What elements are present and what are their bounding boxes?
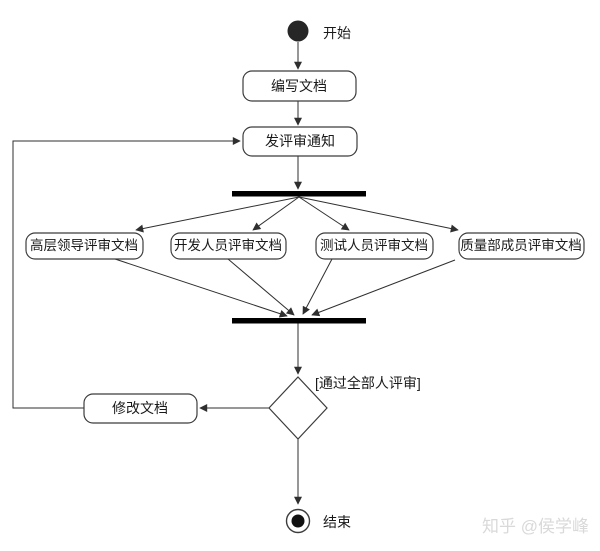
edge-developers-to-join <box>227 258 295 316</box>
end-inner-circle-icon <box>291 514 305 528</box>
activity-send-notice-label: 发评审通知 <box>265 133 335 149</box>
edge-leaders-to-join <box>114 258 288 318</box>
activity-send-notice-box <box>242 126 358 157</box>
activity-modify-doc-label: 修改文档 <box>112 400 168 416</box>
activity-review-leaders-label: 高层领导评审文档 <box>30 237 138 253</box>
activity-modify-doc: 修改文档 <box>83 393 198 424</box>
end-label: 结束 <box>323 514 351 530</box>
end-node: 结束 <box>285 508 351 534</box>
edge-quality-to-join <box>311 259 456 317</box>
activity-review-testers: 测试人员评审文档 <box>315 232 434 260</box>
activity-review-quality: 质量部成员评审文档 <box>458 232 585 260</box>
activity-review-quality-label: 质量部成员评审文档 <box>460 238 582 253</box>
activity-review-leaders: 高层领导评审文档 <box>25 232 144 260</box>
edge-testers-to-join <box>302 258 333 315</box>
join-bar <box>232 318 366 324</box>
watermark-text: 知乎 @侯学峰 <box>482 517 589 536</box>
edge-fork-to-testers <box>298 196 350 231</box>
activity-write-doc-label: 编写文档 <box>271 78 327 94</box>
activity-review-quality-box <box>458 232 585 260</box>
activity-review-testers-box <box>315 232 434 260</box>
edge-modify-to-notice-loop <box>12 137 241 409</box>
guard-label: [通过全部人评审] <box>315 375 421 391</box>
activity-write-doc-box <box>242 70 357 102</box>
activity-review-leaders-box <box>25 232 144 260</box>
decision-diamond-icon <box>268 376 328 440</box>
fork-bar <box>232 191 366 197</box>
activity-review-developers-label: 开发人员评审文档 <box>174 238 282 253</box>
activity-review-testers-label: 测试人员评审文档 <box>320 238 428 253</box>
edge-fork-to-developers <box>252 196 300 231</box>
activity-modify-doc-box <box>83 393 198 424</box>
activity-send-notice: 发评审通知 <box>242 126 358 157</box>
start-label: 开始 <box>323 25 351 41</box>
activity-review-developers: 开发人员评审文档 <box>170 232 287 260</box>
start-circle-icon <box>287 20 309 42</box>
activity-review-developers-box <box>170 232 287 260</box>
start-node: 开始 <box>287 20 351 42</box>
activity-write-doc: 编写文档 <box>242 70 357 102</box>
edge-fork-to-quality <box>298 196 459 233</box>
decision-node: [通过全部人评审] <box>268 375 421 440</box>
edge-fork-to-leaders <box>135 196 300 233</box>
